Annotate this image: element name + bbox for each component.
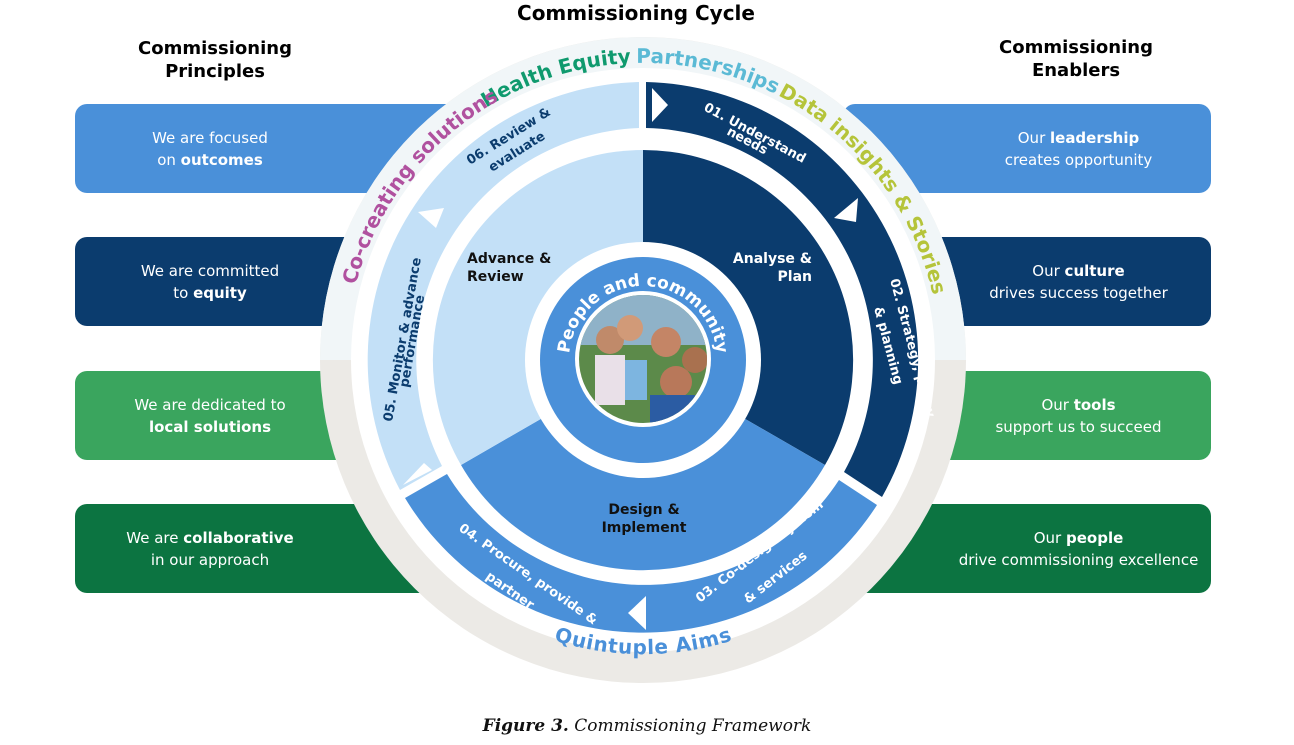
phase-analyse-line1: Analyse & bbox=[733, 251, 812, 267]
enabler-leadership-bold: leadership bbox=[1050, 128, 1140, 147]
phase-advance-line1: Advance & bbox=[467, 251, 551, 267]
phase-design-line1: Design & bbox=[608, 502, 679, 518]
principle-outcomes-line1: We are focused bbox=[152, 128, 268, 147]
enabler-culture-bold: culture bbox=[1064, 261, 1125, 280]
principle-local-bold: local solutions bbox=[148, 417, 272, 436]
enabler-tools-pre: Our bbox=[1041, 395, 1074, 414]
step-ring-navy bbox=[646, 82, 919, 497]
diagram-title: Commissioning Cycle bbox=[517, 1, 755, 25]
enablers-heading: Commissioning Enablers bbox=[976, 36, 1176, 82]
arrow-05-icon bbox=[418, 208, 444, 228]
enabler-leadership-pre: Our bbox=[1017, 128, 1050, 147]
enabler-people-pre: Our bbox=[1033, 528, 1066, 547]
phase-analyse-line2: Plan bbox=[778, 269, 812, 285]
principle-collab-bold: collaborative bbox=[183, 528, 294, 547]
enabler-tools-line2: support us to succeed bbox=[995, 417, 1162, 436]
figure-caption: Figure 3. Commissioning Framework bbox=[0, 716, 1294, 736]
arrow-01-icon bbox=[652, 88, 668, 122]
enabler-culture-line2: drives success together bbox=[989, 283, 1168, 302]
principle-collab-pre: We are bbox=[126, 528, 184, 547]
principle-equity-line1: We are committed bbox=[140, 261, 280, 280]
principles-heading-line2: Principles bbox=[165, 61, 265, 82]
enabler-people-bold: people bbox=[1065, 528, 1124, 547]
figure-caption-text: Commissioning Framework bbox=[568, 716, 812, 736]
enabler-tools-bold: tools bbox=[1073, 395, 1116, 414]
principle-equity-bold: equity bbox=[193, 283, 247, 302]
principle-collab-line2: in our approach bbox=[150, 550, 270, 569]
phase-design-line2: Implement bbox=[602, 520, 687, 536]
principle-outcomes-bold: outcomes bbox=[180, 150, 263, 169]
arrow-03-icon bbox=[628, 596, 646, 630]
enabler-culture-pre: Our bbox=[1032, 261, 1065, 280]
enabler-people-line2: drive commissioning excellence bbox=[958, 550, 1199, 569]
principle-outcomes-prefix: on bbox=[157, 150, 181, 169]
step-ring-pale bbox=[367, 82, 639, 490]
arrow-02-icon bbox=[834, 198, 858, 222]
principle-equity-prefix: to bbox=[173, 283, 194, 302]
step-ring-mid-blue bbox=[405, 474, 877, 633]
phase-advance-line2: Review bbox=[467, 269, 524, 285]
enablers-heading-line1: Commissioning bbox=[999, 37, 1153, 58]
principles-heading-line1: Commissioning bbox=[138, 38, 292, 59]
principle-local-line1: We are dedicated to bbox=[134, 395, 286, 414]
principles-heading: Commissioning Principles bbox=[115, 37, 315, 83]
arrow-04-icon bbox=[403, 463, 432, 485]
enablers-heading-line2: Enablers bbox=[1031, 60, 1121, 81]
figure-caption-label: Figure 3. bbox=[482, 716, 569, 736]
enabler-leadership-line2: creates opportunity bbox=[1004, 150, 1153, 169]
